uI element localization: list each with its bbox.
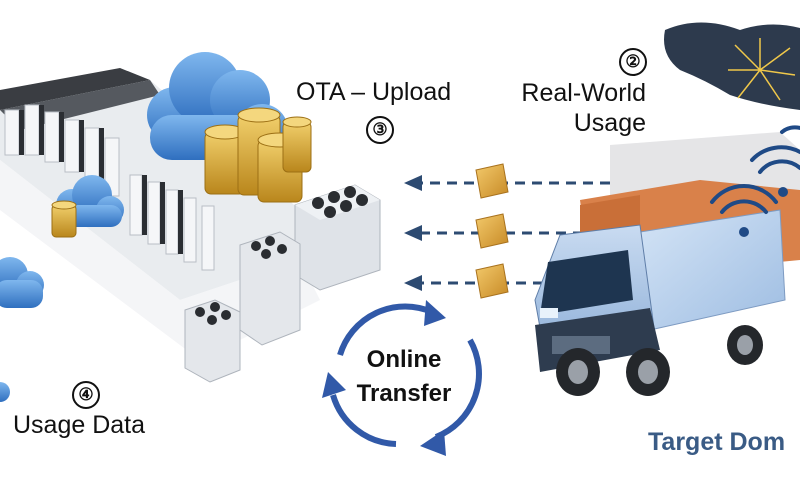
usage-data-label: Usage Data	[13, 411, 146, 439]
cloud-icon	[56, 175, 124, 227]
truck-icon	[534, 209, 786, 396]
real-world-line-2: Usage	[573, 109, 646, 137]
region-map-icon	[664, 22, 800, 110]
step-4-number: ④	[72, 381, 100, 409]
transfer-label: Transfer	[356, 380, 452, 407]
target-domain-label: Target Dom	[648, 428, 786, 456]
cloud-icon	[0, 382, 10, 402]
wifi-signal-icon	[710, 125, 800, 214]
cycle-arrows-icon	[330, 303, 482, 447]
step-2-marker: ②	[619, 44, 647, 76]
data-packet-icon	[475, 163, 509, 299]
step-4-marker: ④	[72, 377, 100, 409]
data-center-icon	[0, 68, 381, 383]
cloud-icon	[0, 257, 44, 308]
coin-stack-icon	[204, 107, 312, 203]
real-world-usage-label: Real-World Usage	[510, 78, 646, 138]
arrow-heads	[404, 175, 422, 291]
coin-stack-icon	[51, 200, 77, 238]
online-label: Online	[366, 346, 442, 373]
step-2-number: ②	[619, 48, 647, 76]
real-world-line-1: Real-World	[521, 79, 646, 107]
step-3-marker: ③	[366, 112, 394, 144]
ota-upload-label: OTA – Upload	[296, 78, 452, 106]
step-3-number: ③	[366, 116, 394, 144]
